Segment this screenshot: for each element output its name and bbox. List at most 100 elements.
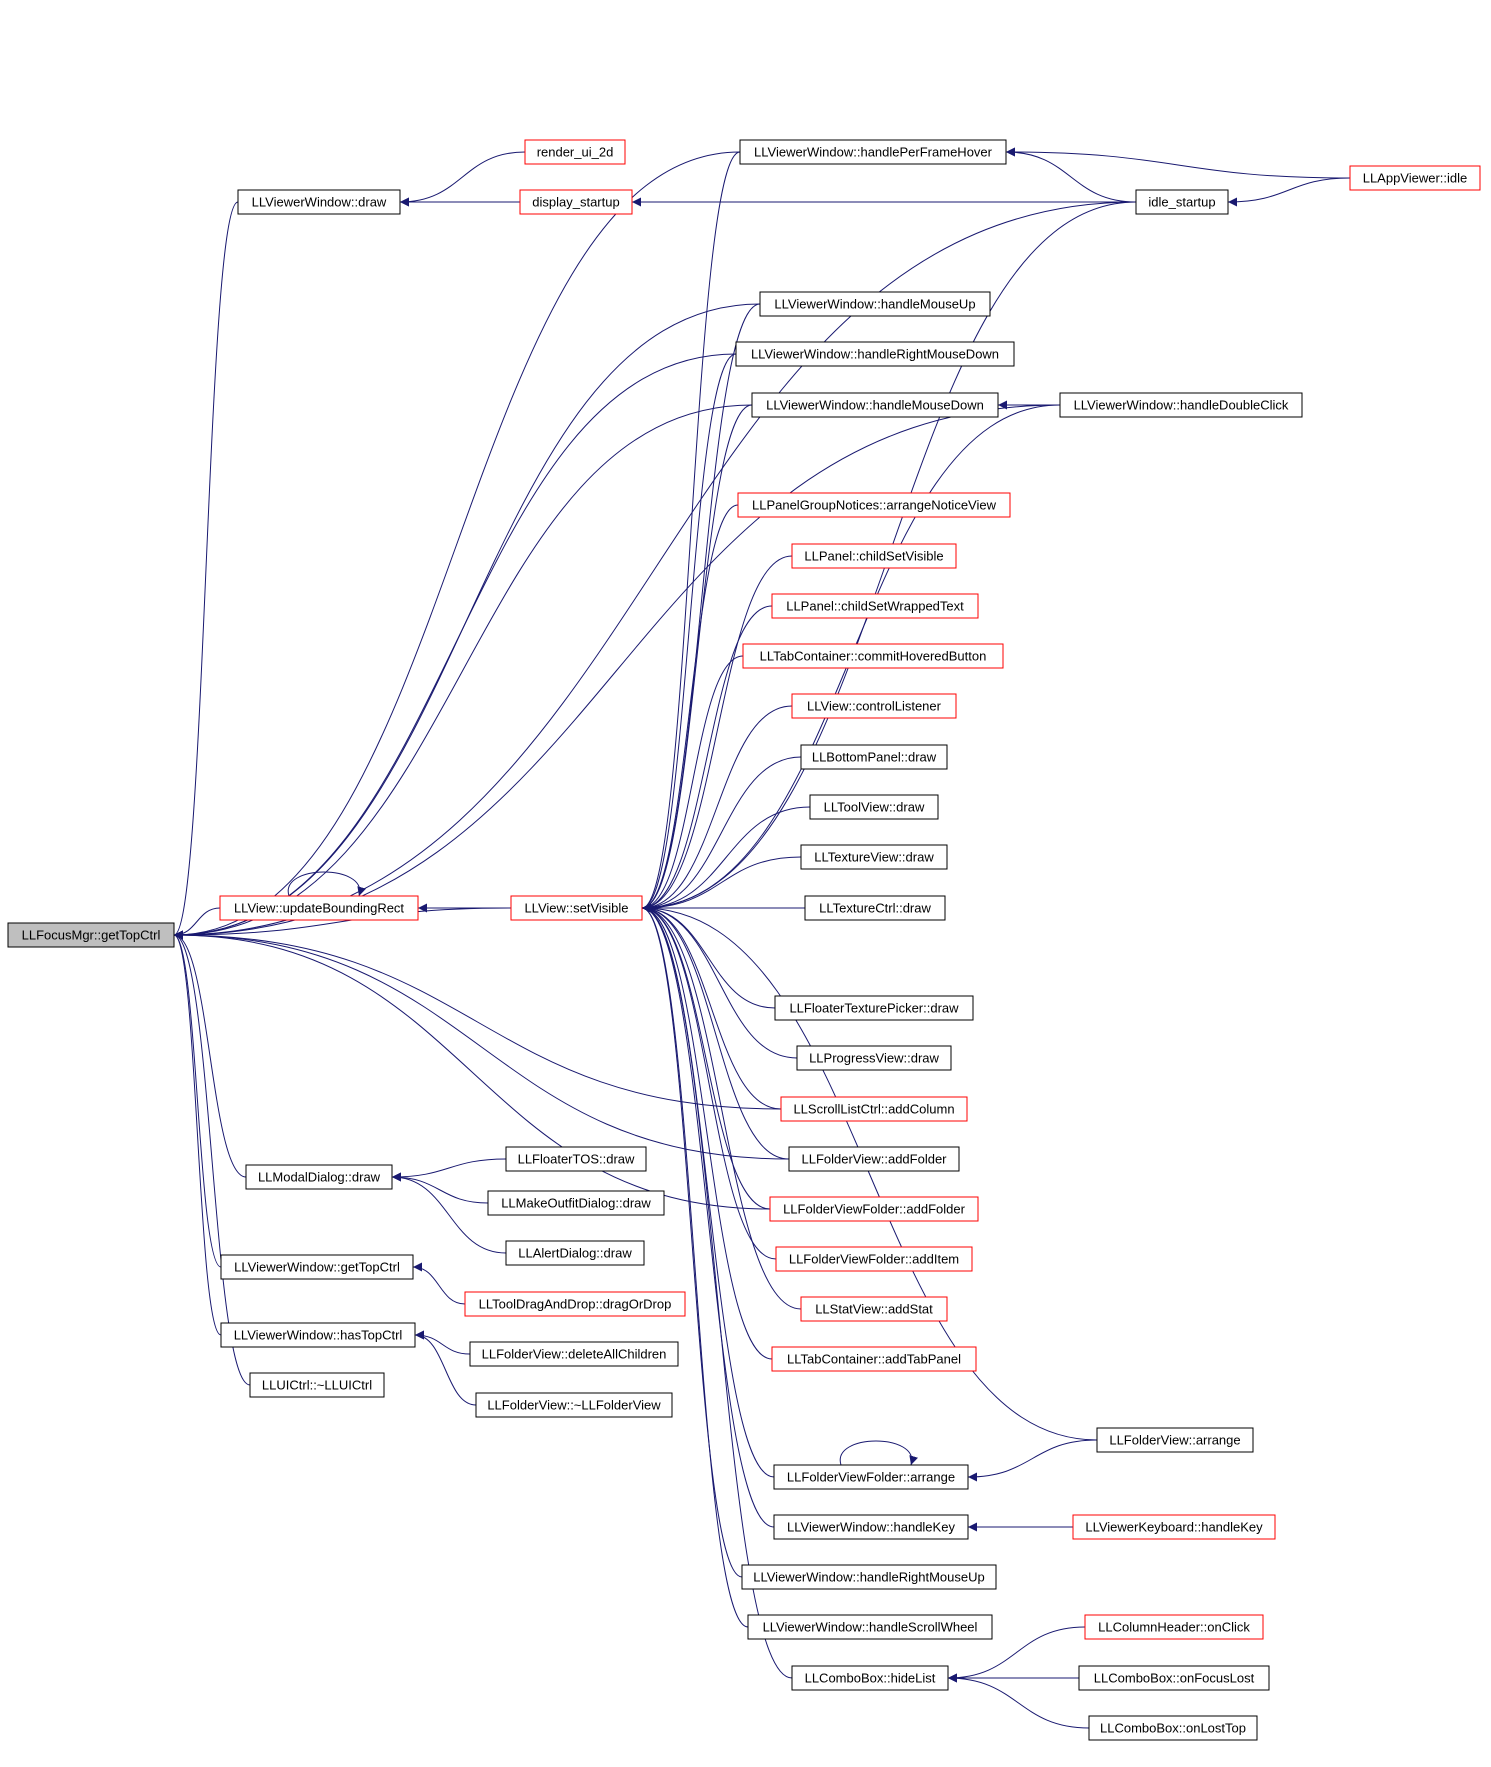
node-display-startup[interactable]: display_startup (519, 189, 633, 215)
node-box (7, 922, 175, 948)
call-edge-combo-box-on-lost-top-to-combo-box-hide-list (947, 1673, 1090, 1729)
node-label: LLViewerWindow::handleRightMouseUp (753, 1570, 984, 1585)
call-edge-vw-handle-mouse-down-to-set-visible (641, 404, 753, 913)
node-label: LLToolView::draw (824, 800, 925, 815)
node-drag-or-drop[interactable]: LLToolDragAndDrop::dragOrDrop (464, 1291, 686, 1317)
node-vw-handle-mouse-up[interactable]: LLViewerWindow::handleMouseUp (759, 291, 991, 317)
node-ui-ctrl-dtor[interactable]: LLUICtrl::~LLUICtrl (249, 1372, 385, 1398)
node-label: LLFolderView::arrange (1109, 1433, 1240, 1448)
node-box (791, 1665, 949, 1691)
node-label: LLMakeOutfitDialog::draw (501, 1196, 651, 1211)
node-box (751, 392, 999, 418)
node-label: LLFocusMgr::getTopCtrl (22, 928, 161, 943)
node-label: LLViewerWindow::handleScrollWheel (763, 1620, 978, 1635)
call-edge-tab-container-add-tab-panel-to-set-visible (641, 903, 773, 1360)
call-edge-vw-draw-to-get-top-ctrl (173, 201, 239, 940)
node-vw-handle-right-mouse-up[interactable]: LLViewerWindow::handleRightMouseUp (741, 1564, 997, 1590)
node-texture-ctrl-draw[interactable]: LLTextureCtrl::draw (804, 895, 946, 921)
node-viewer-keyboard-handle-key[interactable]: LLViewerKeyboard::handleKey (1072, 1514, 1276, 1540)
call-edge-vw-handle-mouse-up-to-set-visible (641, 303, 761, 913)
node-vw-handle-right-mouse-down[interactable]: LLViewerWindow::handleRightMouseDown (735, 341, 1015, 367)
node-child-set-wrapped-text[interactable]: LLPanel::childSetWrappedText (771, 593, 979, 619)
call-edge-folder-view-arrange-to-folder-view-folder-arrange (967, 1439, 1098, 1482)
call-edge-alert-dialog-draw-to-modal-dialog-draw (391, 1172, 507, 1254)
node-label: LLComboBox::onLostTop (1100, 1721, 1246, 1736)
node-child-set-visible[interactable]: LLPanel::childSetVisible (791, 543, 957, 569)
node-column-header-on-click[interactable]: LLColumnHeader::onClick (1084, 1614, 1264, 1640)
node-folder-view-add-folder[interactable]: LLFolderView::addFolder (788, 1146, 960, 1172)
node-vw-draw[interactable]: LLViewerWindow::draw (237, 189, 401, 215)
node-vw-handle-double-click[interactable]: LLViewerWindow::handleDoubleClick (1059, 392, 1303, 418)
node-vw-handle-key[interactable]: LLViewerWindow::handleKey (773, 1514, 969, 1540)
node-vw-handle-scroll-wheel[interactable]: LLViewerWindow::handleScrollWheel (747, 1614, 993, 1640)
node-vw-handle-mouse-down[interactable]: LLViewerWindow::handleMouseDown (751, 392, 999, 418)
node-get-top-ctrl[interactable]: LLFocusMgr::getTopCtrl (7, 922, 175, 948)
node-folder-view-dtor[interactable]: LLFolderView::~LLFolderView (475, 1392, 673, 1418)
node-bottom-panel-draw[interactable]: LLBottomPanel::draw (800, 744, 948, 770)
node-box (519, 189, 633, 215)
node-folder-view-folder-add-item[interactable]: LLFolderViewFolder::addItem (775, 1246, 973, 1272)
node-modal-dialog-draw[interactable]: LLModalDialog::draw (245, 1164, 393, 1190)
node-arrange-notice-view[interactable]: LLPanelGroupNotices::arrangeNoticeView (737, 492, 1011, 518)
node-box (739, 139, 1007, 165)
node-box (219, 895, 419, 921)
node-make-outfit-dialog-draw[interactable]: LLMakeOutfitDialog::draw (487, 1190, 665, 1216)
node-box (505, 1146, 647, 1172)
node-idle-startup[interactable]: idle_startup (1135, 189, 1229, 215)
node-label: LLFloaterTexturePicker::draw (789, 1001, 959, 1016)
node-tab-container-add-tab-panel[interactable]: LLTabContainer::addTabPanel (771, 1346, 977, 1372)
node-commit-hovered-button[interactable]: LLTabContainer::commitHoveredButton (742, 643, 1004, 669)
node-texture-view-draw[interactable]: LLTextureView::draw (800, 844, 948, 870)
node-progress-view-draw[interactable]: LLProgressView::draw (796, 1045, 952, 1071)
node-folder-view-folder-arrange[interactable]: LLFolderViewFolder::arrange (773, 1464, 969, 1490)
node-label: LLFolderView::deleteAllChildren (482, 1347, 667, 1362)
node-box (747, 1614, 993, 1640)
node-control-listener[interactable]: LLView::controlListener (791, 693, 957, 719)
call-edge-app-viewer-idle-to-idle-startup (1227, 177, 1351, 207)
call-edge-drag-or-drop-to-vw-get-top-ctrl (412, 1262, 466, 1305)
call-edge-ui-ctrl-dtor-to-get-top-ctrl (173, 930, 251, 1386)
node-folder-view-folder-add-folder[interactable]: LLFolderViewFolder::addFolder (769, 1196, 979, 1222)
node-box (759, 291, 991, 317)
node-stat-view-add-stat[interactable]: LLStatView::addStat (800, 1296, 948, 1322)
node-render-ui2d[interactable]: render_ui_2d (524, 139, 626, 165)
node-label: LLViewerWindow::getTopCtrl (234, 1260, 400, 1275)
call-edge-texture-view-draw-to-set-visible (641, 856, 802, 913)
node-vw-handle-per-frame-hover[interactable]: LLViewerWindow::handlePerFrameHover (739, 139, 1007, 165)
node-floater-tos-draw[interactable]: LLFloaterTOS::draw (505, 1146, 647, 1172)
node-delete-all-children[interactable]: LLFolderView::deleteAllChildren (469, 1341, 679, 1367)
node-folder-view-arrange[interactable]: LLFolderView::arrange (1096, 1427, 1254, 1453)
node-box (741, 1564, 997, 1590)
node-vw-has-top-ctrl[interactable]: LLViewerWindow::hasTopCtrl (220, 1322, 416, 1348)
node-box (220, 1254, 414, 1280)
node-label: LLViewerWindow::handleDoubleClick (1074, 398, 1289, 413)
call-edge-vw-handle-scroll-wheel-to-set-visible (641, 903, 749, 1628)
node-set-visible[interactable]: LLView::setVisible (510, 895, 643, 921)
node-floater-texture-picker-draw[interactable]: LLFloaterTexturePicker::draw (774, 995, 974, 1021)
call-edge-child-set-wrapped-text-to-set-visible (641, 605, 773, 913)
call-edge-commit-hovered-button-to-set-visible (641, 655, 744, 913)
node-label: LLModalDialog::draw (258, 1170, 381, 1185)
node-combo-box-on-focus-lost[interactable]: LLComboBox::onFocusLost (1078, 1665, 1270, 1691)
node-tool-view-draw[interactable]: LLToolView::draw (809, 794, 939, 820)
call-edge-child-set-visible-to-set-visible (641, 555, 793, 913)
node-label: LLViewerWindow::draw (252, 195, 387, 210)
node-box (245, 1164, 393, 1190)
call-edge-app-viewer-idle-to-vw-handle-per-frame-hover (1005, 147, 1351, 179)
call-edge-vw-handle-per-frame-hover-to-get-top-ctrl (173, 151, 741, 940)
node-box (771, 593, 979, 619)
call-edge-folder-view-folder-add-folder-to-set-visible (641, 903, 771, 1210)
node-add-column[interactable]: LLScrollListCtrl::addColumn (780, 1096, 968, 1122)
node-vw-get-top-ctrl[interactable]: LLViewerWindow::getTopCtrl (220, 1254, 414, 1280)
node-app-viewer-idle[interactable]: LLAppViewer::idle (1349, 165, 1481, 191)
call-edge-vw-has-top-ctrl-to-get-top-ctrl (173, 930, 222, 1336)
node-combo-box-hide-list[interactable]: LLComboBox::hideList (791, 1665, 949, 1691)
call-edge-folder-view-folder-arrange-to-folder-view-folder-arrange (839, 1440, 918, 1466)
call-edge-add-column-to-set-visible (641, 903, 782, 1110)
call-edge-tool-view-draw-to-set-visible (641, 806, 811, 913)
node-update-bounding-rect[interactable]: LLView::updateBoundingRect (219, 895, 419, 921)
node-label: LLPanel::childSetVisible (804, 549, 943, 564)
node-alert-dialog-draw[interactable]: LLAlertDialog::draw (505, 1240, 645, 1266)
node-combo-box-on-lost-top[interactable]: LLComboBox::onLostTop (1088, 1715, 1258, 1741)
node-label: LLPanel::childSetWrappedText (786, 599, 964, 614)
